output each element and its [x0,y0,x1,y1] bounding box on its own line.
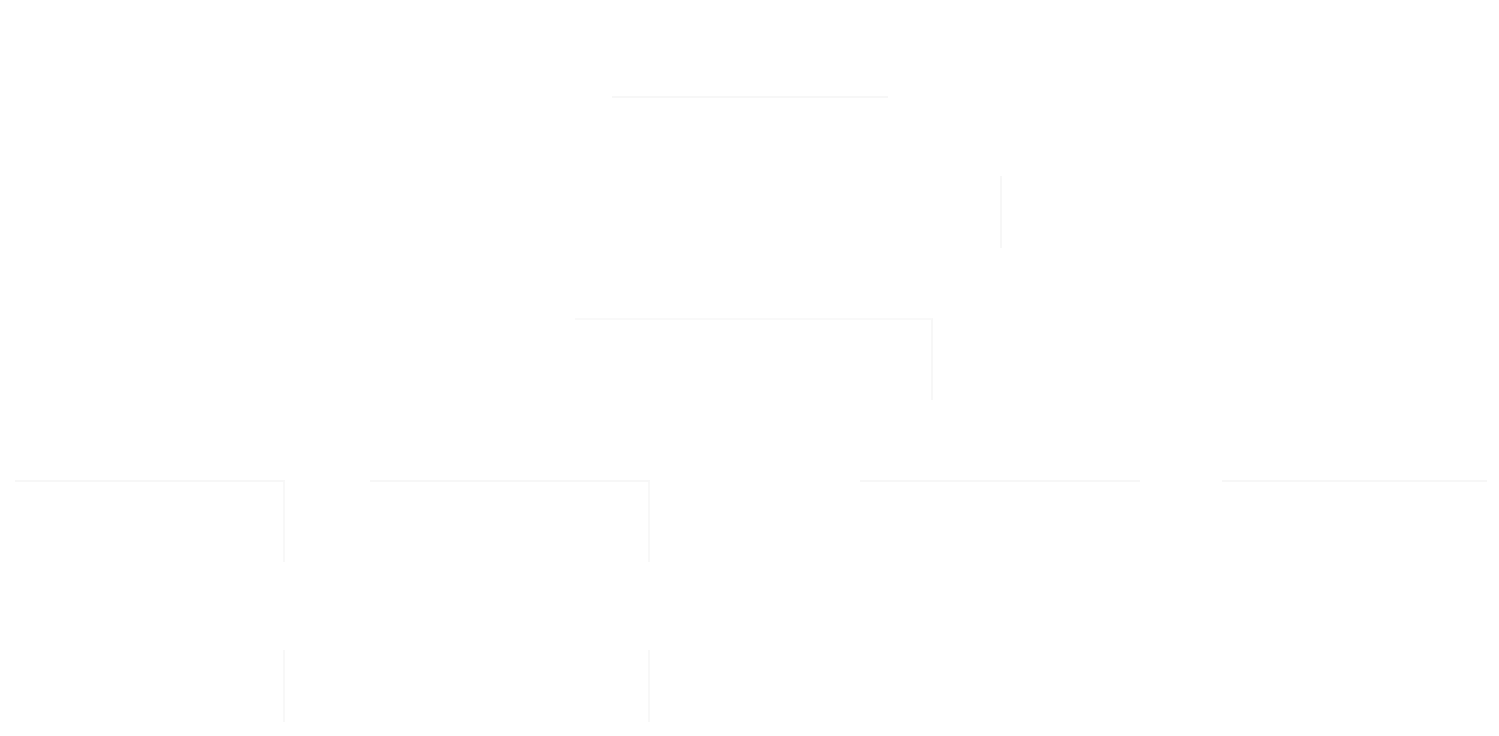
root-node [612,22,888,98]
mid-center-node [575,318,933,400]
mid-left-node [150,338,490,408]
leaf-node [370,650,650,722]
leaf-node [370,480,650,562]
leaf-node [860,480,1140,562]
leaf-node [1222,650,1442,722]
leaf-node [15,480,285,562]
center-node [530,176,1002,248]
leaf-node [15,650,285,722]
leaf-node [860,650,1140,722]
leaf-node [1222,480,1487,562]
mid-right-node [1020,338,1340,408]
